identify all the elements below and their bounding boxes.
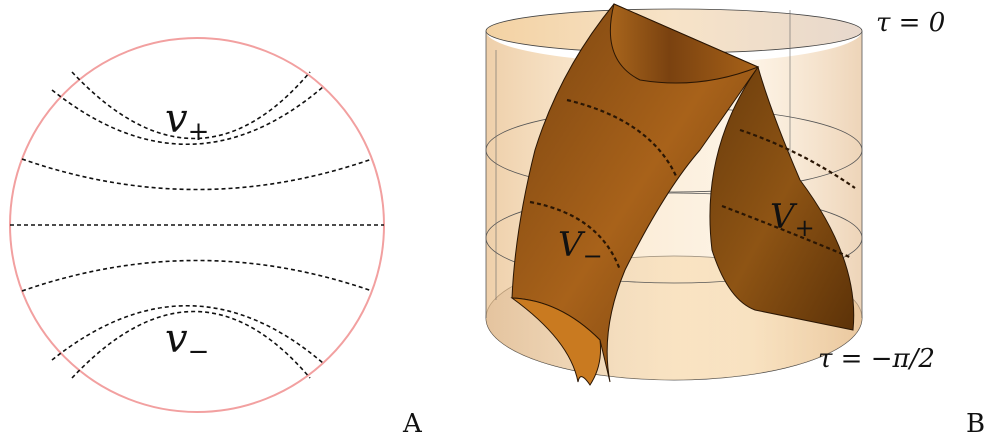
region-V-plus: V+ (770, 197, 815, 242)
dashed-curve-2 (739, 128, 856, 189)
dashed-curve-3 (529, 200, 622, 271)
time-label-top: τ = 0 (876, 8, 945, 38)
geodesic-curves (10, 71, 384, 379)
geodesic-upper-middle (21, 158, 373, 191)
geodesic-lower-middle (21, 259, 373, 292)
geodesic-upper-inner (71, 71, 311, 140)
panel-label-a: A (402, 409, 423, 439)
geodesic-upper-outer (51, 86, 324, 145)
sheet-dashed-curves (529, 98, 856, 271)
time-label-bottom: τ = −π/2 (818, 344, 935, 374)
time-slice-lower (485, 192, 863, 284)
region-v-minus: v− (165, 316, 209, 367)
region-v-plus: v+ (165, 96, 209, 147)
geodesic-lower-inner (71, 310, 311, 379)
panel-label-b: B (966, 409, 985, 439)
panel-b: V+ V− τ = 0 τ = −π/2 B (485, 3, 985, 439)
sheet-top-ridge (609, 3, 760, 84)
dashed-curve-4 (721, 204, 853, 260)
geodesic-lower-outer (51, 305, 324, 364)
region-V-minus: V− (558, 225, 603, 270)
sheet-lower-flap (510, 297, 601, 386)
panel-a: v+ v− A (9, 37, 423, 439)
